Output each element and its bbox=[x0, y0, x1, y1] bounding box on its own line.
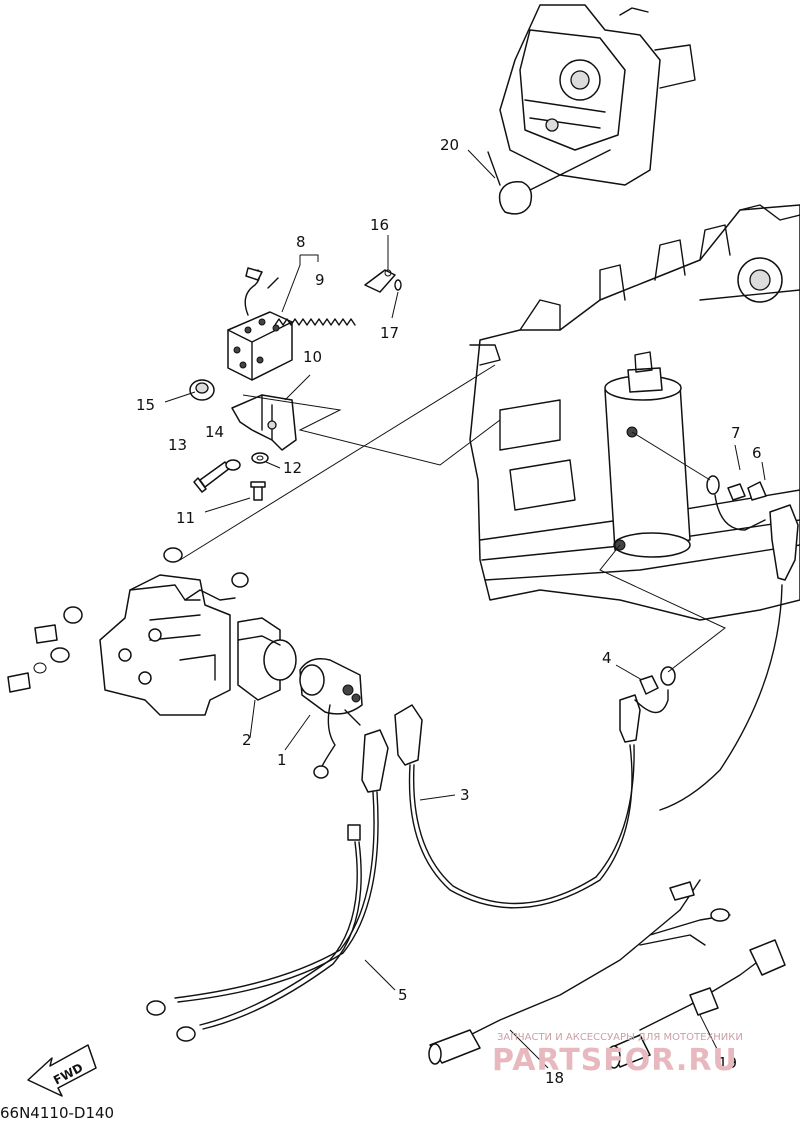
callout-10: 10 bbox=[303, 348, 322, 366]
lead-boot-4 bbox=[619, 689, 669, 743]
part-5-battery-cables bbox=[146, 791, 379, 1042]
part-4-nut bbox=[639, 675, 659, 695]
part-13-bolt bbox=[193, 461, 231, 493]
part-14-washer bbox=[225, 459, 241, 471]
callout-19: 19 bbox=[718, 1054, 737, 1072]
part-8-sensor-block bbox=[227, 267, 293, 381]
part-15-grommet bbox=[189, 379, 215, 401]
part-2-relay-holder bbox=[237, 617, 297, 701]
callout-9: 9 bbox=[315, 271, 325, 289]
watermark: ЗАПЧАСТИ И АКСЕССУАРЫ ДЛЯ МОТОТЕХНИКИ PA… bbox=[492, 1032, 743, 1078]
callout-6: 6 bbox=[752, 444, 762, 462]
part-9-spring bbox=[274, 318, 356, 326]
callout-18: 18 bbox=[545, 1069, 564, 1087]
part-7-nut bbox=[727, 483, 746, 501]
part-11-screw bbox=[250, 481, 266, 501]
callout-11: 11 bbox=[176, 509, 195, 527]
callout-12: 12 bbox=[283, 459, 302, 477]
callout-4: 4 bbox=[602, 649, 612, 667]
watermark-brand: PARTSFOR.RU bbox=[492, 1043, 738, 1078]
part-10-bracket bbox=[231, 394, 297, 451]
top-bracket-housing bbox=[499, 4, 696, 186]
part-20-plug bbox=[487, 149, 611, 215]
callout-8: 8 bbox=[296, 233, 306, 251]
callouts: 1 2 3 4 5 6 7 8 9 10 11 12 13 14 15 16 1… bbox=[136, 136, 762, 1087]
callout-2: 2 bbox=[242, 731, 252, 749]
part-18-harness bbox=[428, 879, 731, 1065]
callout-15: 15 bbox=[136, 396, 155, 414]
part-3-cable bbox=[408, 744, 635, 909]
part-12-collar bbox=[251, 452, 269, 464]
battery-cable-terminal bbox=[706, 475, 799, 581]
fwd-arrow: FWD bbox=[27, 1044, 97, 1097]
callout-16: 16 bbox=[370, 216, 389, 234]
callout-20: 20 bbox=[440, 136, 459, 154]
part-6-nut bbox=[747, 481, 767, 501]
callout-14: 14 bbox=[205, 423, 224, 441]
part-1-starter-relay bbox=[299, 658, 363, 779]
battery-lead bbox=[659, 584, 783, 811]
callout-13: 13 bbox=[168, 436, 187, 454]
leader-lines bbox=[164, 149, 766, 1069]
part-16-terminal bbox=[364, 269, 396, 293]
callout-1: 1 bbox=[277, 751, 287, 769]
part-19-harness bbox=[607, 939, 786, 1069]
callout-17: 17 bbox=[380, 324, 399, 342]
callout-7: 7 bbox=[731, 424, 741, 442]
cable-boots bbox=[347, 704, 423, 841]
starter-motor bbox=[604, 351, 691, 558]
callout-3: 3 bbox=[460, 786, 470, 804]
mounting-bracket bbox=[99, 574, 236, 716]
watermark-top-text: ЗАПЧАСТИ И АКСЕССУАРЫ ДЛЯ МОТОТЕХНИКИ bbox=[497, 1032, 743, 1043]
bracket-fasteners bbox=[7, 547, 249, 693]
ring-terminal-4 bbox=[660, 666, 676, 686]
diagram-reference: 66N4110-D140 bbox=[0, 1104, 114, 1122]
part-17-pin bbox=[394, 279, 402, 291]
callout-5: 5 bbox=[398, 986, 408, 1004]
